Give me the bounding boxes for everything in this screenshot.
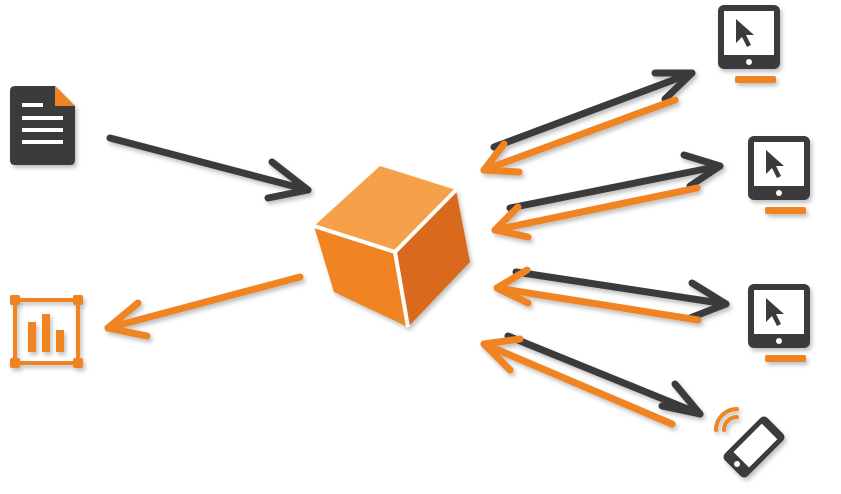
monitor-icon bbox=[748, 136, 810, 214]
smartphone-icon bbox=[714, 407, 785, 478]
arrow-client-2-to-hub bbox=[491, 184, 701, 241]
document-icon bbox=[10, 86, 75, 165]
arrow-hub-to-client-1 bbox=[490, 69, 696, 151]
monitor-icon bbox=[718, 5, 780, 83]
monitor-icon bbox=[748, 284, 810, 362]
arrow-hub-to-output bbox=[104, 273, 304, 340]
arrow-hub-to-client-2 bbox=[506, 151, 724, 212]
flow-arrows bbox=[104, 69, 730, 428]
arrow-client-4-to-hub bbox=[480, 335, 676, 428]
bar-chart-icon bbox=[10, 295, 83, 368]
arrow-hub-to-client-4 bbox=[504, 332, 704, 418]
arrow-client-3-to-hub bbox=[493, 266, 702, 324]
cube-icon bbox=[313, 166, 470, 328]
arrow-client-1-to-hub bbox=[480, 96, 679, 176]
arrow-source-to-hub bbox=[106, 134, 312, 202]
arrow-hub-to-client-3 bbox=[512, 268, 730, 322]
